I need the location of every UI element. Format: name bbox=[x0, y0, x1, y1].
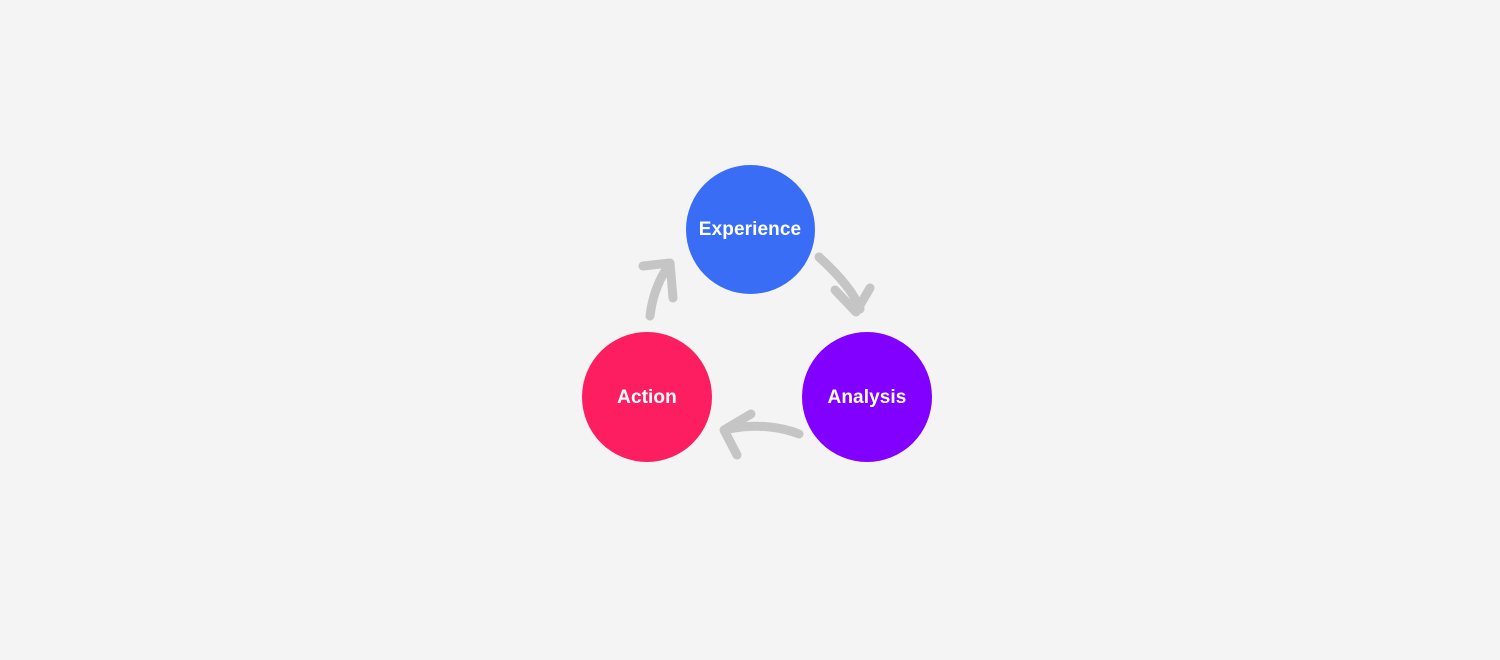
arrow-experience-to-analysis-head bbox=[830, 283, 875, 317]
node-experience-label: Experience bbox=[698, 218, 802, 240]
arrow-experience-to-analysis bbox=[814, 252, 875, 317]
arrow-action-to-experience bbox=[638, 258, 678, 321]
node-analysis[interactable]: Analysis bbox=[802, 332, 932, 462]
arrow-action-to-experience-shaft bbox=[645, 263, 672, 321]
arrow-analysis-to-action bbox=[719, 409, 804, 460]
arrow-analysis-to-action-shaft bbox=[724, 421, 804, 439]
node-action[interactable]: Action bbox=[582, 332, 712, 462]
arrow-action-to-experience-head bbox=[638, 258, 678, 303]
arrow-experience-to-analysis-shaft bbox=[814, 252, 865, 314]
node-analysis-label: Analysis bbox=[827, 386, 907, 408]
node-experience[interactable]: Experience bbox=[685, 164, 815, 294]
node-action-label: Action bbox=[617, 386, 677, 408]
arrow-analysis-to-action-head bbox=[719, 409, 756, 460]
